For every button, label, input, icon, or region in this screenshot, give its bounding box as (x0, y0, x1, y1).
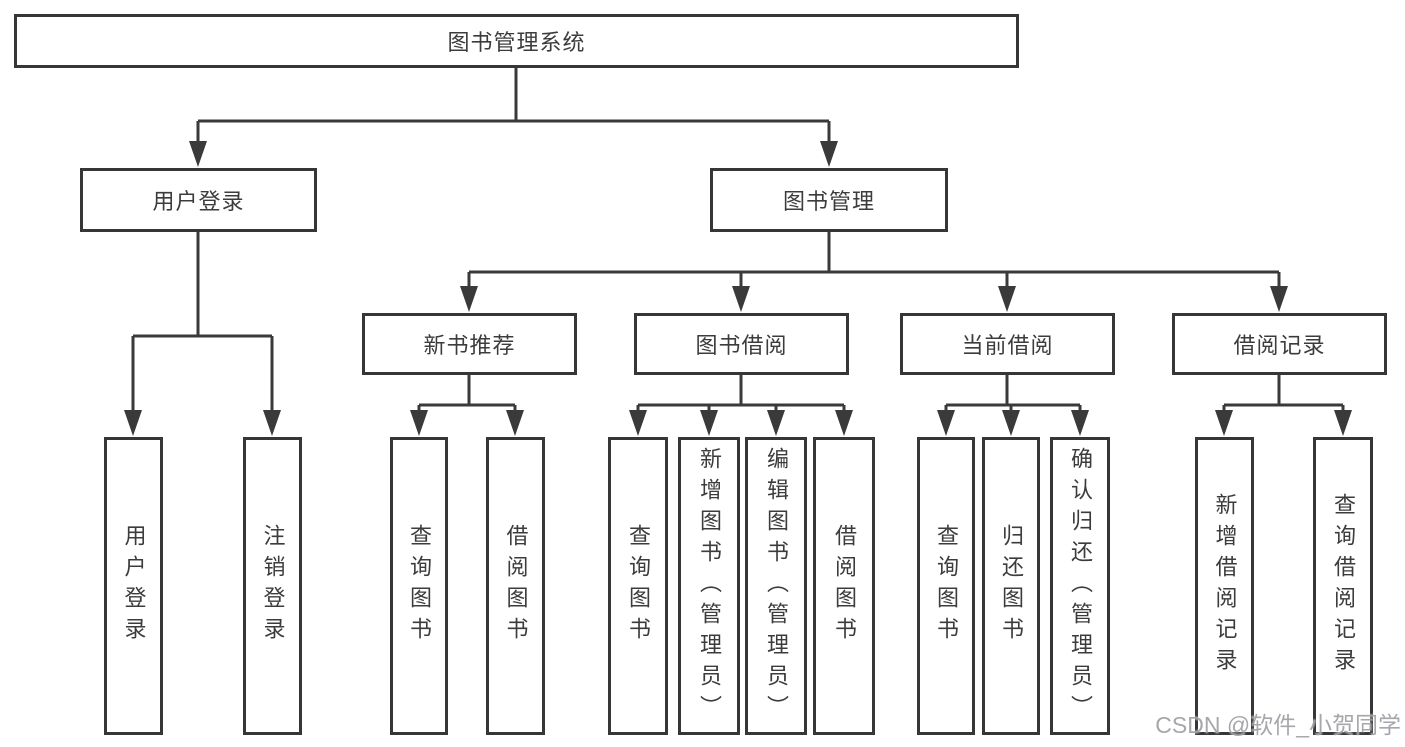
node-label: 图书管理系统 (447, 30, 586, 55)
node-label: 用户登录 (121, 524, 147, 648)
node-label: 查询图书 (407, 524, 432, 648)
node-leaf-logout: 注销登录 (243, 437, 302, 735)
node-leaf-add-borrow-record: 新增借阅记录 (1195, 437, 1254, 735)
node-label: 当前借阅 (961, 333, 1054, 358)
node-book-borrowing: 图书借阅 (634, 313, 849, 375)
node-label: 查询图书 (934, 524, 959, 648)
arrowhead-icon (124, 141, 1352, 436)
node-borrowing-records: 借阅记录 (1172, 313, 1387, 375)
node-label: 借阅图书 (832, 524, 857, 648)
node-leaf-borrow-books-recommend: 借阅图书 (486, 437, 545, 735)
node-leaf-query-borrow-record: 查询借阅记录 (1313, 437, 1373, 735)
node-label: 编辑图书（管理员） (764, 446, 789, 726)
node-new-book-recommendation: 新书推荐 (362, 313, 577, 375)
node-label: 新书推荐 (423, 333, 516, 358)
node-leaf-return-books: 归还图书 (982, 437, 1040, 735)
node-user-login: 用户登录 (80, 168, 317, 232)
node-current-borrowing: 当前借阅 (900, 313, 1115, 375)
node-leaf-query-books-current: 查询图书 (917, 437, 975, 735)
node-label: 查询借阅记录 (1331, 493, 1356, 679)
node-book-management: 图书管理 (710, 168, 948, 232)
node-label: 图书借阅 (695, 333, 788, 358)
node-leaf-add-books-admin: 新增图书（管理员） (678, 437, 740, 735)
node-library-management-system: 图书管理系统 (14, 14, 1019, 68)
node-label: 用户登录 (152, 189, 245, 214)
node-label: 新增借阅记录 (1212, 493, 1238, 679)
node-leaf-user-login: 用户登录 (104, 437, 163, 735)
watermark-text: CSDN @软件_小贺同学 (1155, 712, 1401, 738)
node-label: 借阅记录 (1233, 333, 1326, 358)
node-leaf-query-books-borrow: 查询图书 (608, 437, 668, 735)
node-label: 注销登录 (260, 524, 286, 648)
node-label: 新增图书（管理员） (697, 446, 722, 726)
node-leaf-confirm-return-admin: 确认归还（管理员） (1050, 437, 1110, 735)
node-leaf-borrow-books: 借阅图书 (813, 437, 875, 735)
node-label: 查询图书 (626, 524, 651, 648)
node-label: 借阅图书 (503, 524, 529, 648)
node-label: 归还图书 (999, 524, 1024, 648)
node-leaf-edit-books-admin: 编辑图书（管理员） (745, 437, 807, 735)
node-label: 确认归还（管理员） (1068, 446, 1093, 726)
node-leaf-query-books-recommend: 查询图书 (390, 437, 448, 735)
node-label: 图书管理 (782, 189, 875, 214)
